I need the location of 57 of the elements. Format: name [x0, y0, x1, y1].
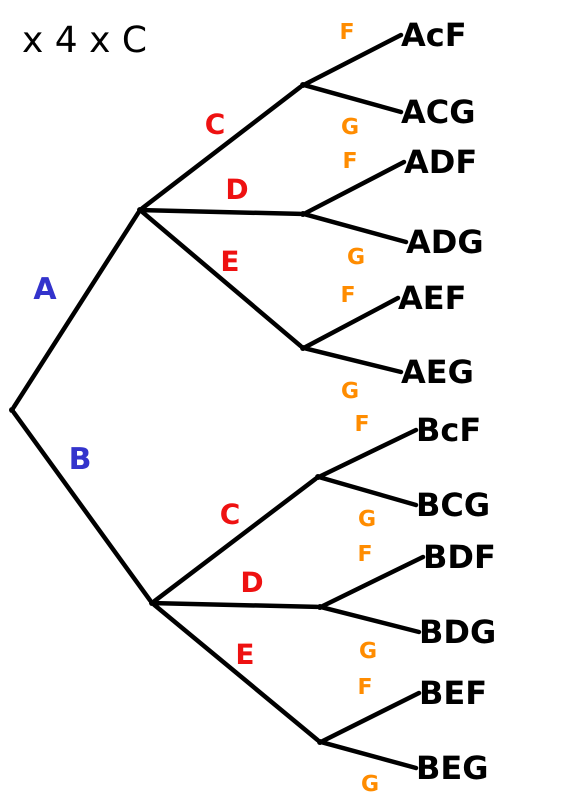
- outcome-label: AcF: [401, 15, 467, 55]
- branch-line: [304, 346, 404, 374]
- branch-line: [152, 600, 320, 610]
- branch-line: [304, 83, 404, 114]
- branch-line: [12, 410, 152, 603]
- edge-label: F: [354, 414, 370, 436]
- branch-line: [320, 740, 418, 770]
- branch-point: [9, 407, 15, 413]
- branch-line: [304, 160, 406, 216]
- outcome-label: ADG: [406, 222, 484, 262]
- outcome-label: BcF: [416, 410, 482, 450]
- outcome-label: BDG: [419, 612, 496, 652]
- branch-point: [137, 207, 143, 213]
- edge-label: A: [33, 275, 57, 305]
- edge-label: E: [235, 641, 255, 669]
- edge-label: F: [342, 151, 358, 173]
- branch-line: [11, 210, 141, 410]
- branch-line: [320, 690, 422, 744]
- outcome-label: ADF: [404, 142, 478, 182]
- branch-line: [318, 475, 418, 508]
- edge-label: G: [340, 381, 360, 403]
- edge-label: B: [68, 445, 92, 475]
- edge-label: F: [339, 22, 355, 44]
- edge-label: C: [220, 501, 240, 529]
- branch-line: [140, 84, 303, 210]
- outcome-label: AEF: [398, 278, 466, 318]
- edge-label: D: [240, 569, 264, 597]
- edge-label: E: [220, 248, 240, 276]
- outcome-label: BDF: [423, 537, 496, 577]
- branch-point: [300, 82, 306, 88]
- edge-label: G: [358, 641, 378, 663]
- outcome-label: BCG: [416, 485, 490, 525]
- edge-label: F: [340, 285, 356, 307]
- edge-label: C: [204, 111, 226, 139]
- outcome-label: BEG: [416, 748, 489, 788]
- branch-line: [318, 428, 418, 478]
- outcome-label: AEG: [401, 352, 474, 392]
- branch-line: [140, 210, 303, 348]
- branch-line: [320, 554, 426, 608]
- edge-label: F: [357, 677, 373, 699]
- outcome-label: ACG: [401, 92, 476, 132]
- edge-label: F: [357, 544, 373, 566]
- branch-line: [320, 605, 422, 634]
- branch-point: [315, 474, 321, 480]
- branch-line: [152, 602, 320, 742]
- note-text: x 4 x C: [22, 20, 147, 61]
- branch-line: [304, 296, 400, 350]
- edge-label: D: [225, 176, 249, 204]
- edge-label: G: [340, 117, 360, 139]
- edge-label: G: [360, 774, 380, 796]
- branch-line: [304, 32, 404, 86]
- edge-label: G: [346, 247, 366, 269]
- branch-line: [304, 212, 408, 244]
- branch-line: [140, 208, 302, 216]
- outcome-label: BEF: [419, 673, 488, 713]
- branch-line: [152, 476, 318, 604]
- edge-label: G: [358, 509, 376, 531]
